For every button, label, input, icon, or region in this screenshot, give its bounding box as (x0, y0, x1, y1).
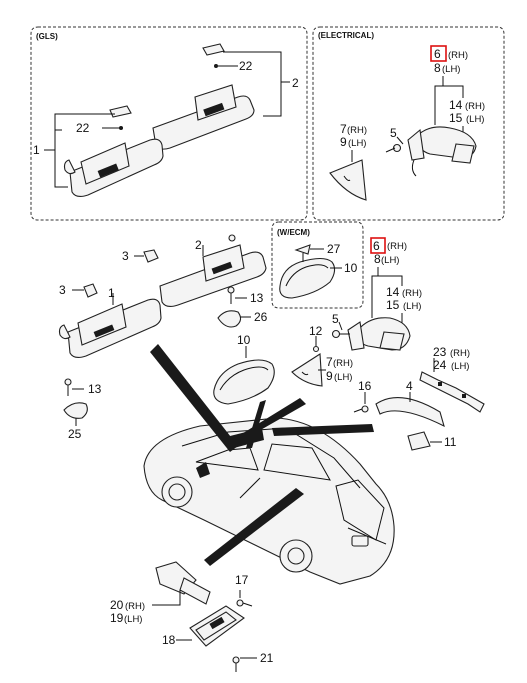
rh-6-electrical: (RH) (448, 50, 468, 61)
rh-14-main: (RH) (402, 288, 422, 299)
bolt-5-electrical (385, 143, 402, 153)
holder-26 (217, 310, 242, 328)
outside-mirror-electric (407, 126, 477, 177)
lh-8-electrical: (LH) (442, 64, 460, 75)
callout-4: 4 (406, 379, 413, 393)
callout-9-electrical: 9 (340, 135, 347, 149)
minivan-body (143, 417, 395, 585)
callout-22-bottom: 22 (76, 121, 90, 135)
callout-14-main: 14 (386, 285, 400, 299)
lh-15-main: (LH) (403, 301, 421, 312)
lh-9-electrical: (LH) (348, 138, 366, 149)
electrical-group: (ELECTRICAL) 6 (RH) 8 (LH) 14 (RH) 15 (L… (312, 26, 505, 221)
callout-24: 24 (433, 358, 447, 372)
screw-17 (236, 599, 253, 607)
callout-22-top: 22 (239, 59, 253, 73)
assist-handle (375, 397, 445, 451)
rh-23: (RH) (450, 348, 470, 359)
electrical-title: (ELECTRICAL) (318, 31, 374, 40)
callout-20: 20 (110, 598, 124, 612)
callout-7-electrical: 7 (340, 122, 347, 136)
lh-15-electrical: (LH) (466, 114, 484, 125)
screw-16 (353, 405, 369, 413)
callout-17: 17 (235, 573, 249, 587)
callout-5-electrical: 5 (390, 126, 397, 140)
outside-mirror-manual: 6 (RH) 8 (LH) 14 (RH) 15 (LH) (347, 237, 422, 351)
callout-7-main: 7 (326, 355, 333, 369)
screw-21 (232, 656, 240, 672)
highlight-box-electrical (430, 45, 447, 62)
callout-13-lower: 13 (88, 382, 102, 396)
mirror-cover-main (291, 353, 323, 387)
screw-13-upper (227, 286, 235, 304)
rh-7-electrical: (RH) (347, 125, 367, 136)
callout-13-upper: 13 (250, 291, 264, 305)
part-27 (294, 244, 311, 262)
visor-label-patch-bottom (109, 105, 132, 130)
bolt-5-main (331, 329, 350, 339)
visor-label-patch-top (202, 43, 225, 68)
callout-6-main: 6 (373, 239, 380, 253)
callout-2-main: 2 (195, 238, 202, 252)
wecm-title: (W/ECM) (277, 228, 310, 237)
rh-14-electrical: (RH) (465, 101, 485, 112)
bracket-23 (419, 371, 485, 413)
sun-visor-main-lower (58, 298, 162, 359)
clip-3-lower (83, 283, 98, 298)
callout-6-electrical: 6 (434, 47, 441, 61)
bracket-20 (155, 561, 211, 605)
clip-3-upper (143, 249, 159, 263)
highlight-box-main (370, 237, 386, 254)
callout-18: 18 (162, 633, 176, 647)
callout-15-main: 15 (386, 298, 400, 312)
callout-3-lower: 3 (59, 283, 66, 297)
callout-19: 19 (110, 611, 124, 625)
callout-10-ecm: 10 (344, 261, 358, 275)
screw-13-lower (64, 378, 72, 396)
callout-16: 16 (358, 379, 372, 393)
callout-8-electrical: 8 (434, 61, 441, 75)
gls-title: (GLS) (36, 32, 58, 41)
callout-26: 26 (254, 310, 268, 324)
mirror-cover-electrical (329, 159, 367, 201)
lh-24: (LH) (451, 361, 469, 372)
lh-8-main: (LH) (381, 255, 399, 266)
gls-group: (GLS) 22 2 22 (30, 26, 308, 221)
callout-10-main: 10 (237, 333, 251, 347)
callout-2-gls: 2 (292, 76, 299, 90)
callout-21: 21 (260, 651, 274, 665)
lh-9-main: (LH) (334, 372, 352, 383)
sun-visor-rh (152, 84, 255, 150)
room-lamp-18 (189, 605, 245, 647)
inside-mirror-ecm (279, 257, 336, 299)
lh-19: (LH) (124, 614, 142, 625)
callout-25: 25 (68, 427, 82, 441)
callout-3-upper: 3 (122, 249, 129, 263)
holder-25 (63, 402, 88, 419)
callout-14-electrical: 14 (449, 98, 463, 112)
rh-20: (RH) (125, 601, 145, 612)
callout-5-main: 5 (332, 312, 339, 326)
callout-11: 11 (444, 435, 457, 449)
rh-7-main: (RH) (333, 358, 353, 369)
sun-visor-main-upper (159, 234, 267, 308)
callout-23: 23 (433, 345, 447, 359)
wecm-group: (W/ECM) 27 10 (271, 221, 364, 309)
pointer-lines (150, 344, 374, 566)
inside-mirror-10 (213, 346, 275, 405)
callout-8-main: 8 (374, 252, 381, 266)
callout-1-gls: 1 (33, 143, 40, 157)
callout-1-main: 1 (108, 286, 115, 300)
sun-visor-lh (63, 138, 164, 198)
callout-9-main: 9 (326, 369, 333, 383)
callout-15-electrical: 15 (449, 111, 463, 125)
rh-6-main: (RH) (387, 241, 407, 252)
callout-12: 12 (309, 324, 323, 338)
screw-12 (312, 345, 320, 353)
callout-27: 27 (327, 242, 341, 256)
